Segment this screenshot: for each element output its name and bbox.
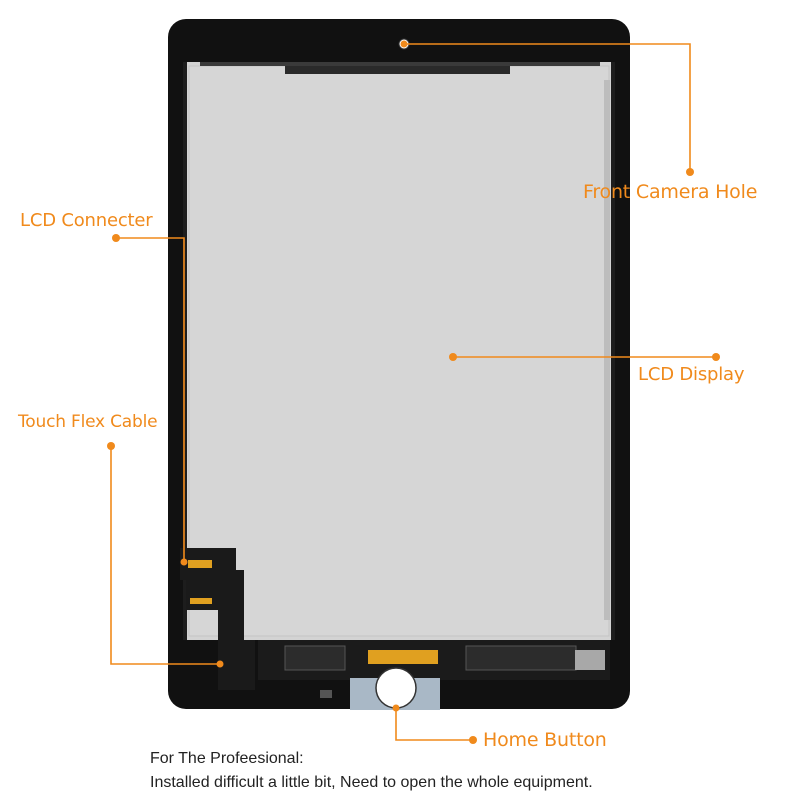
flex-connector-gold-1 <box>188 560 212 568</box>
right-side-strip <box>604 80 610 620</box>
label-touch-flex-cable: Touch Flex Cable <box>18 412 158 432</box>
label-lcd-display: LCD Display <box>638 364 745 385</box>
touch-flex-cable <box>180 548 255 690</box>
home-button-hole <box>375 667 417 709</box>
home-small-part <box>320 690 332 698</box>
top-bracket-strip <box>200 62 600 66</box>
pcb-light-strip <box>575 650 605 670</box>
pcb-gold-tab <box>368 650 438 664</box>
lcd-inner-shade <box>188 65 610 637</box>
caption-line-1: For The Profeesional: <box>150 750 304 767</box>
label-lcd-connecter: LCD Connecter <box>20 210 153 231</box>
flex-connector-gold-2 <box>190 598 212 604</box>
right-edge-strip <box>611 62 615 640</box>
left-edge-strip <box>183 62 187 640</box>
label-home-button: Home Button <box>483 729 607 751</box>
pcb-chip-left <box>284 645 346 671</box>
pcb-chip-right <box>465 645 577 671</box>
callout-dots <box>107 40 720 744</box>
caption-line-2: Installed difficult a little bit, Need t… <box>150 774 593 791</box>
callout-lines <box>110 43 716 741</box>
label-front-camera-hole: Front Camera Hole <box>583 181 758 203</box>
